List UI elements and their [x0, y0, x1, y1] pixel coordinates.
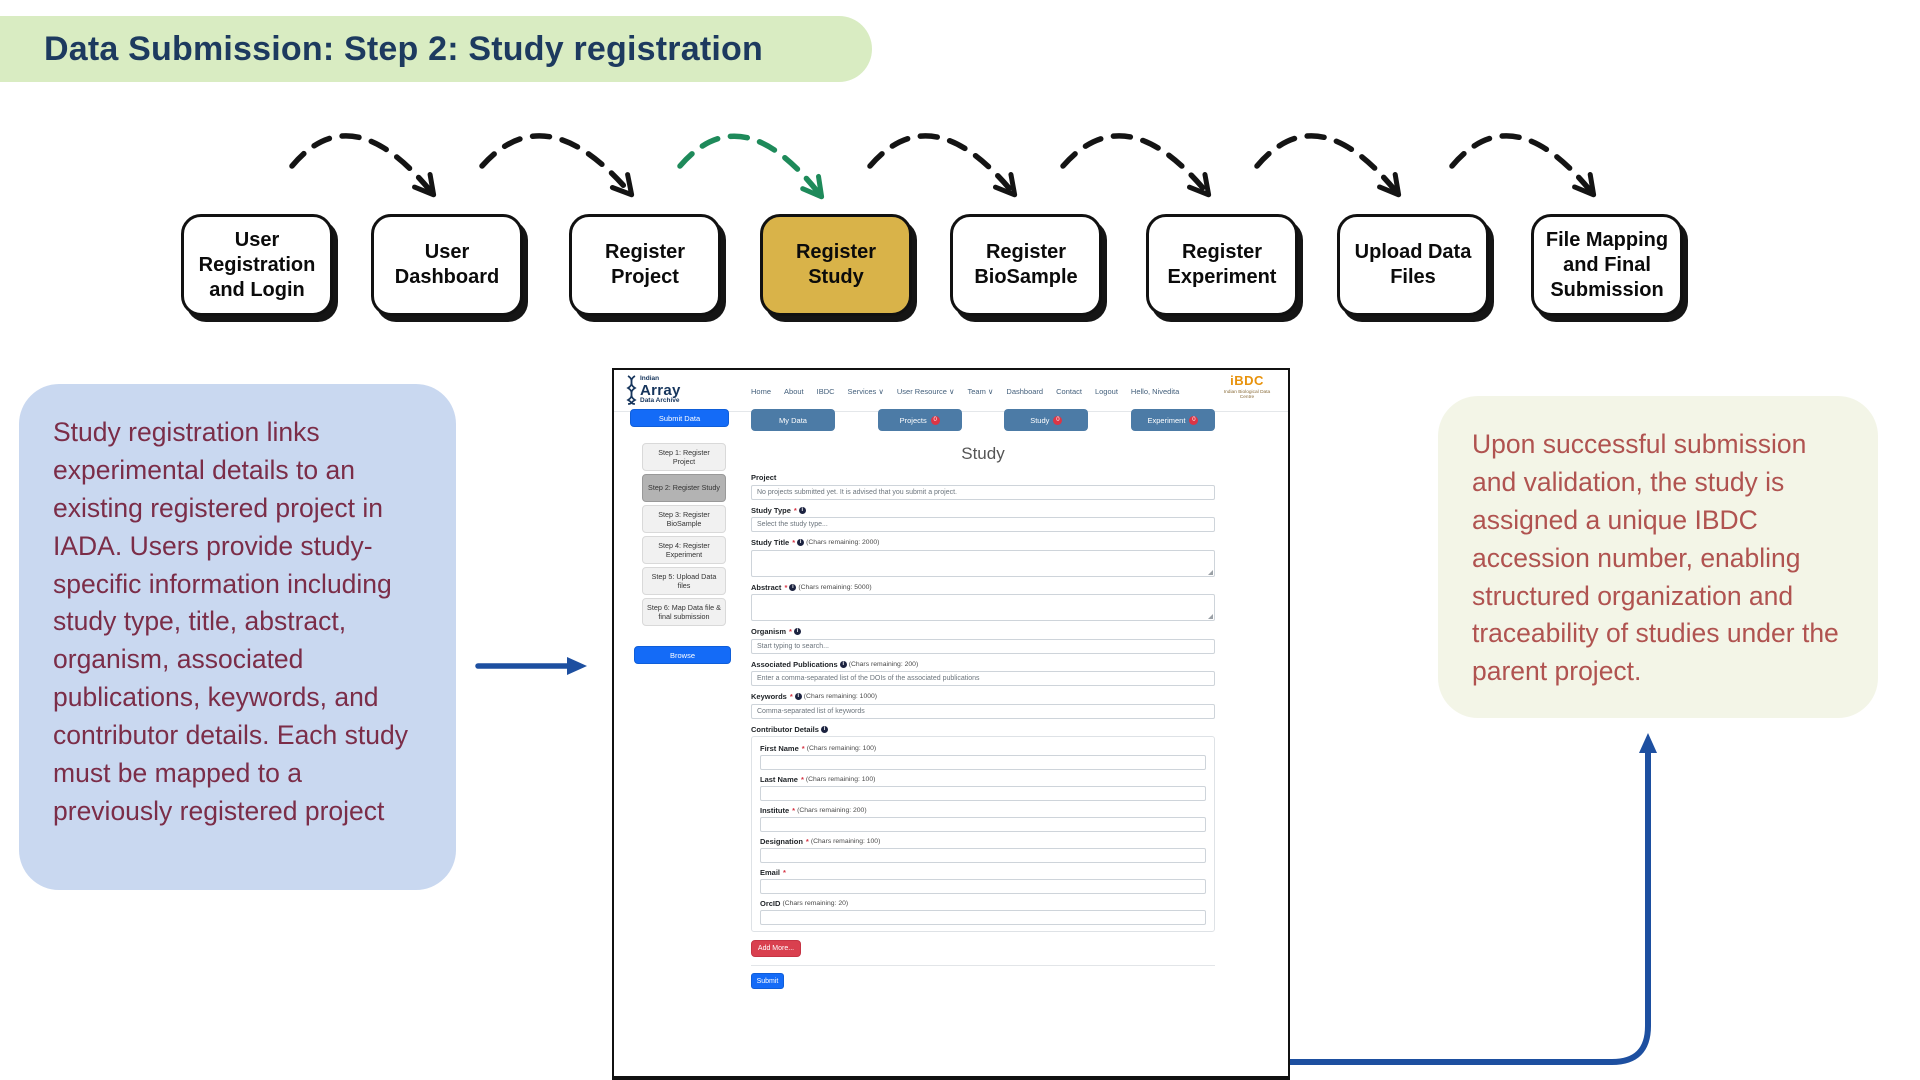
nav-user-resource[interactable]: User Resource ∨ [896, 386, 955, 396]
info-icon [793, 628, 801, 635]
nav-contact[interactable]: Contact [1056, 386, 1082, 396]
flow-step-register-biosample: Register BioSample [950, 214, 1102, 316]
flow-step-user-dashboard: User Dashboard [371, 214, 523, 316]
field-orcid: OrcID(Chars remaining: 20) [760, 899, 1206, 925]
nav-dashboard[interactable]: Dashboard [1006, 386, 1044, 396]
nav-greeting: Hello, Nivedita [1130, 386, 1180, 396]
top-nav: Home About IBDC Services ∨ User Resource… [751, 370, 1179, 412]
study-count-badge: 0 [1053, 415, 1063, 425]
arrow-step1-step2 [289, 133, 437, 198]
flow-step-register-project: Register Project [569, 214, 721, 316]
page-title: Data Submission: Step 2: Study registrat… [44, 29, 763, 68]
submit-data-button[interactable]: Submit Data [630, 409, 729, 427]
flow-step-file-mapping: File Mapping and Final Submission [1531, 214, 1683, 316]
project-input[interactable]: No projects submitted yet. It is advised… [751, 484, 1215, 500]
field-last-name: Last Name*(Chars remaining: 100) [760, 775, 1206, 801]
info-icon [820, 725, 828, 733]
tab-my-data[interactable]: My Data [751, 409, 835, 431]
submit-button[interactable]: Submit [751, 973, 784, 989]
iada-app-screenshot: Indian Array Data Archive Home About IBD… [612, 368, 1290, 1080]
field-contributor-details: Contributor Details First Name*(Chars re… [751, 725, 1215, 932]
sidebar-step-1[interactable]: Step 1: Register Project [642, 443, 726, 471]
email-input[interactable] [760, 879, 1206, 894]
flow-step-register-study: Register Study [760, 214, 912, 316]
info-icon [789, 583, 797, 591]
nav-home[interactable]: Home [751, 386, 772, 396]
field-study-type: Study Type* Select the study type... [751, 506, 1215, 532]
field-first-name: First Name*(Chars remaining: 100) [760, 744, 1206, 770]
info-icon [794, 693, 802, 700]
ibdc-logo: iBDC Indian Biological Data Centre [1223, 373, 1271, 400]
sidebar-step-3[interactable]: Step 3: Register BioSample [642, 505, 726, 533]
organism-input[interactable]: Start typing to search... [751, 638, 1215, 654]
iada-logo[interactable]: Indian Array Data Archive [626, 375, 681, 405]
sidebar-steps: Step 1: Register Project Step 2: Registe… [642, 443, 726, 626]
field-associated-publications: Associated Publications(Chars remaining:… [751, 660, 1215, 686]
arrow-step5-step6 [1060, 133, 1212, 198]
nav-about[interactable]: About [784, 386, 804, 396]
designation-input[interactable] [760, 848, 1206, 863]
arrow-step3-step4-active [677, 133, 825, 200]
contributor-box: First Name*(Chars remaining: 100) Last N… [751, 736, 1215, 932]
keywords-input[interactable]: Comma-separated list of keywords [751, 703, 1215, 719]
info-icon [798, 506, 806, 514]
field-designation: Designation*(Chars remaining: 100) [760, 837, 1206, 863]
flow-step-user-registration: User Registration and Login [181, 214, 333, 316]
field-abstract: Abstract*(Chars remaining: 5000) [751, 583, 1215, 621]
sidebar-step-4[interactable]: Step 4: Register Experiment [642, 536, 726, 564]
callout-study-registration: Study registration links experimental de… [19, 384, 456, 890]
study-type-select[interactable]: Select the study type... [751, 517, 1215, 532]
dna-icon [626, 375, 637, 405]
institute-input[interactable] [760, 817, 1206, 832]
field-study-title: Study Title*(Chars remaining: 2000) [751, 538, 1215, 577]
flow-step-register-experiment: Register Experiment [1146, 214, 1298, 316]
nav-logout[interactable]: Logout [1094, 386, 1118, 396]
nav-ibdc[interactable]: IBDC [816, 386, 835, 396]
study-title-textarea[interactable] [751, 549, 1215, 577]
add-more-button[interactable]: Add More... [751, 940, 801, 957]
app-header: Indian Array Data Archive Home About IBD… [614, 370, 1288, 412]
info-icon [839, 660, 847, 668]
title-banner: Data Submission: Step 2: Study registrat… [0, 16, 872, 82]
arrow-step6-step7 [1254, 133, 1402, 198]
info-icon [797, 539, 805, 546]
field-institute: Institute*(Chars remaining: 200) [760, 806, 1206, 832]
sidebar-step-2-active[interactable]: Step 2: Register Study [642, 474, 726, 502]
field-keywords: Keywords*(Chars remaining: 1000) Comma-s… [751, 692, 1215, 719]
arrow-step7-step8 [1449, 133, 1597, 198]
first-name-input[interactable] [760, 755, 1206, 770]
field-email: Email* [760, 868, 1206, 894]
flow-step-upload-data-files: Upload Data Files [1337, 214, 1489, 316]
nav-services[interactable]: Services ∨ [847, 386, 884, 396]
sidebar-step-5[interactable]: Step 5: Upload Data files [642, 567, 726, 595]
arrow-step2-step3 [479, 133, 635, 198]
callout-accession-number: Upon successful submission and validatio… [1438, 396, 1878, 718]
orcid-input[interactable] [760, 910, 1206, 925]
browse-button[interactable]: Browse [634, 646, 731, 664]
projects-count-badge: 0 [930, 415, 940, 425]
nav-team[interactable]: Team ∨ [967, 386, 994, 396]
arrow-step4-step5 [867, 133, 1018, 198]
field-project: Project No projects submitted yet. It is… [751, 473, 1215, 500]
associated-publications-input[interactable]: Enter a comma-separated list of the DOIs… [751, 671, 1215, 686]
experiment-count-badge: 0 [1189, 415, 1199, 425]
last-name-input[interactable] [760, 786, 1206, 801]
field-organism: Organism* Start typing to search... [751, 627, 1215, 654]
form-heading: Study [961, 444, 1005, 463]
abstract-textarea[interactable] [751, 594, 1215, 621]
sidebar-step-6[interactable]: Step 6: Map Data file & final submission [642, 598, 726, 626]
divider [751, 965, 1215, 966]
